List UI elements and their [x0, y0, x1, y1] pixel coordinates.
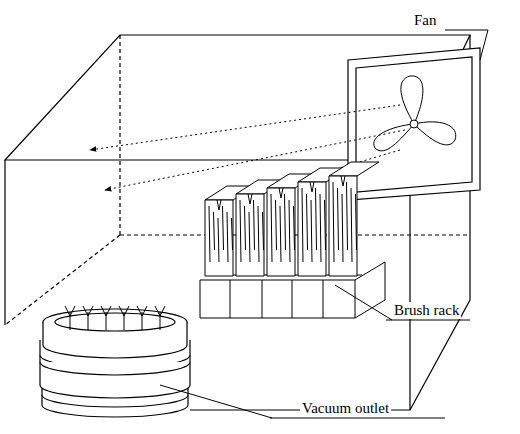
vacuum-outlet — [40, 309, 190, 417]
bristle — [280, 206, 281, 262]
bristle — [289, 200, 290, 262]
bristle — [254, 200, 255, 250]
bristle — [279, 188, 283, 198]
bristle — [217, 200, 221, 210]
bristle — [240, 200, 241, 262]
suction-head — [83, 306, 93, 316]
bristle — [218, 218, 219, 262]
brush-top — [329, 162, 379, 176]
suction-head — [101, 306, 111, 316]
bristle — [214, 212, 215, 250]
suction-head — [155, 306, 165, 316]
bristle — [325, 200, 326, 250]
bristle — [347, 182, 348, 250]
bristle — [232, 218, 233, 250]
brush-body — [329, 176, 357, 276]
bristle — [338, 188, 339, 250]
part-label: Fan — [412, 12, 439, 29]
part-label: Brush rack — [392, 302, 461, 319]
bristle — [223, 206, 224, 250]
bristle — [302, 188, 303, 262]
bristle — [307, 194, 308, 250]
airflow-arrow — [90, 105, 405, 190]
bristle — [351, 188, 352, 262]
brush-body — [236, 194, 264, 276]
bristle — [271, 194, 272, 262]
suction-head — [65, 306, 75, 316]
suction-head — [137, 306, 147, 316]
bristle — [276, 200, 277, 250]
bristle — [320, 194, 321, 262]
bristle — [356, 194, 357, 250]
bristle — [316, 188, 317, 250]
bristle — [285, 194, 286, 250]
bristle — [342, 194, 343, 262]
leader-line — [160, 30, 488, 418]
bristle — [311, 200, 312, 262]
brush-body — [267, 188, 295, 276]
part-label: Vacuum outlet — [300, 400, 391, 417]
suction-head — [119, 306, 129, 316]
fan — [348, 48, 480, 200]
suction-arrow — [65, 306, 165, 330]
bristle — [341, 176, 345, 186]
bristle — [310, 182, 314, 192]
bristle — [209, 206, 210, 262]
bristle — [248, 194, 252, 204]
bristle — [294, 206, 295, 250]
bristle — [263, 212, 264, 250]
bristle — [258, 206, 259, 262]
bristle — [333, 182, 334, 262]
brush-body — [205, 200, 233, 276]
brush-body — [298, 182, 326, 276]
brush — [205, 162, 379, 276]
bristle — [249, 212, 250, 262]
bristle — [227, 212, 228, 262]
bristle — [245, 206, 246, 250]
